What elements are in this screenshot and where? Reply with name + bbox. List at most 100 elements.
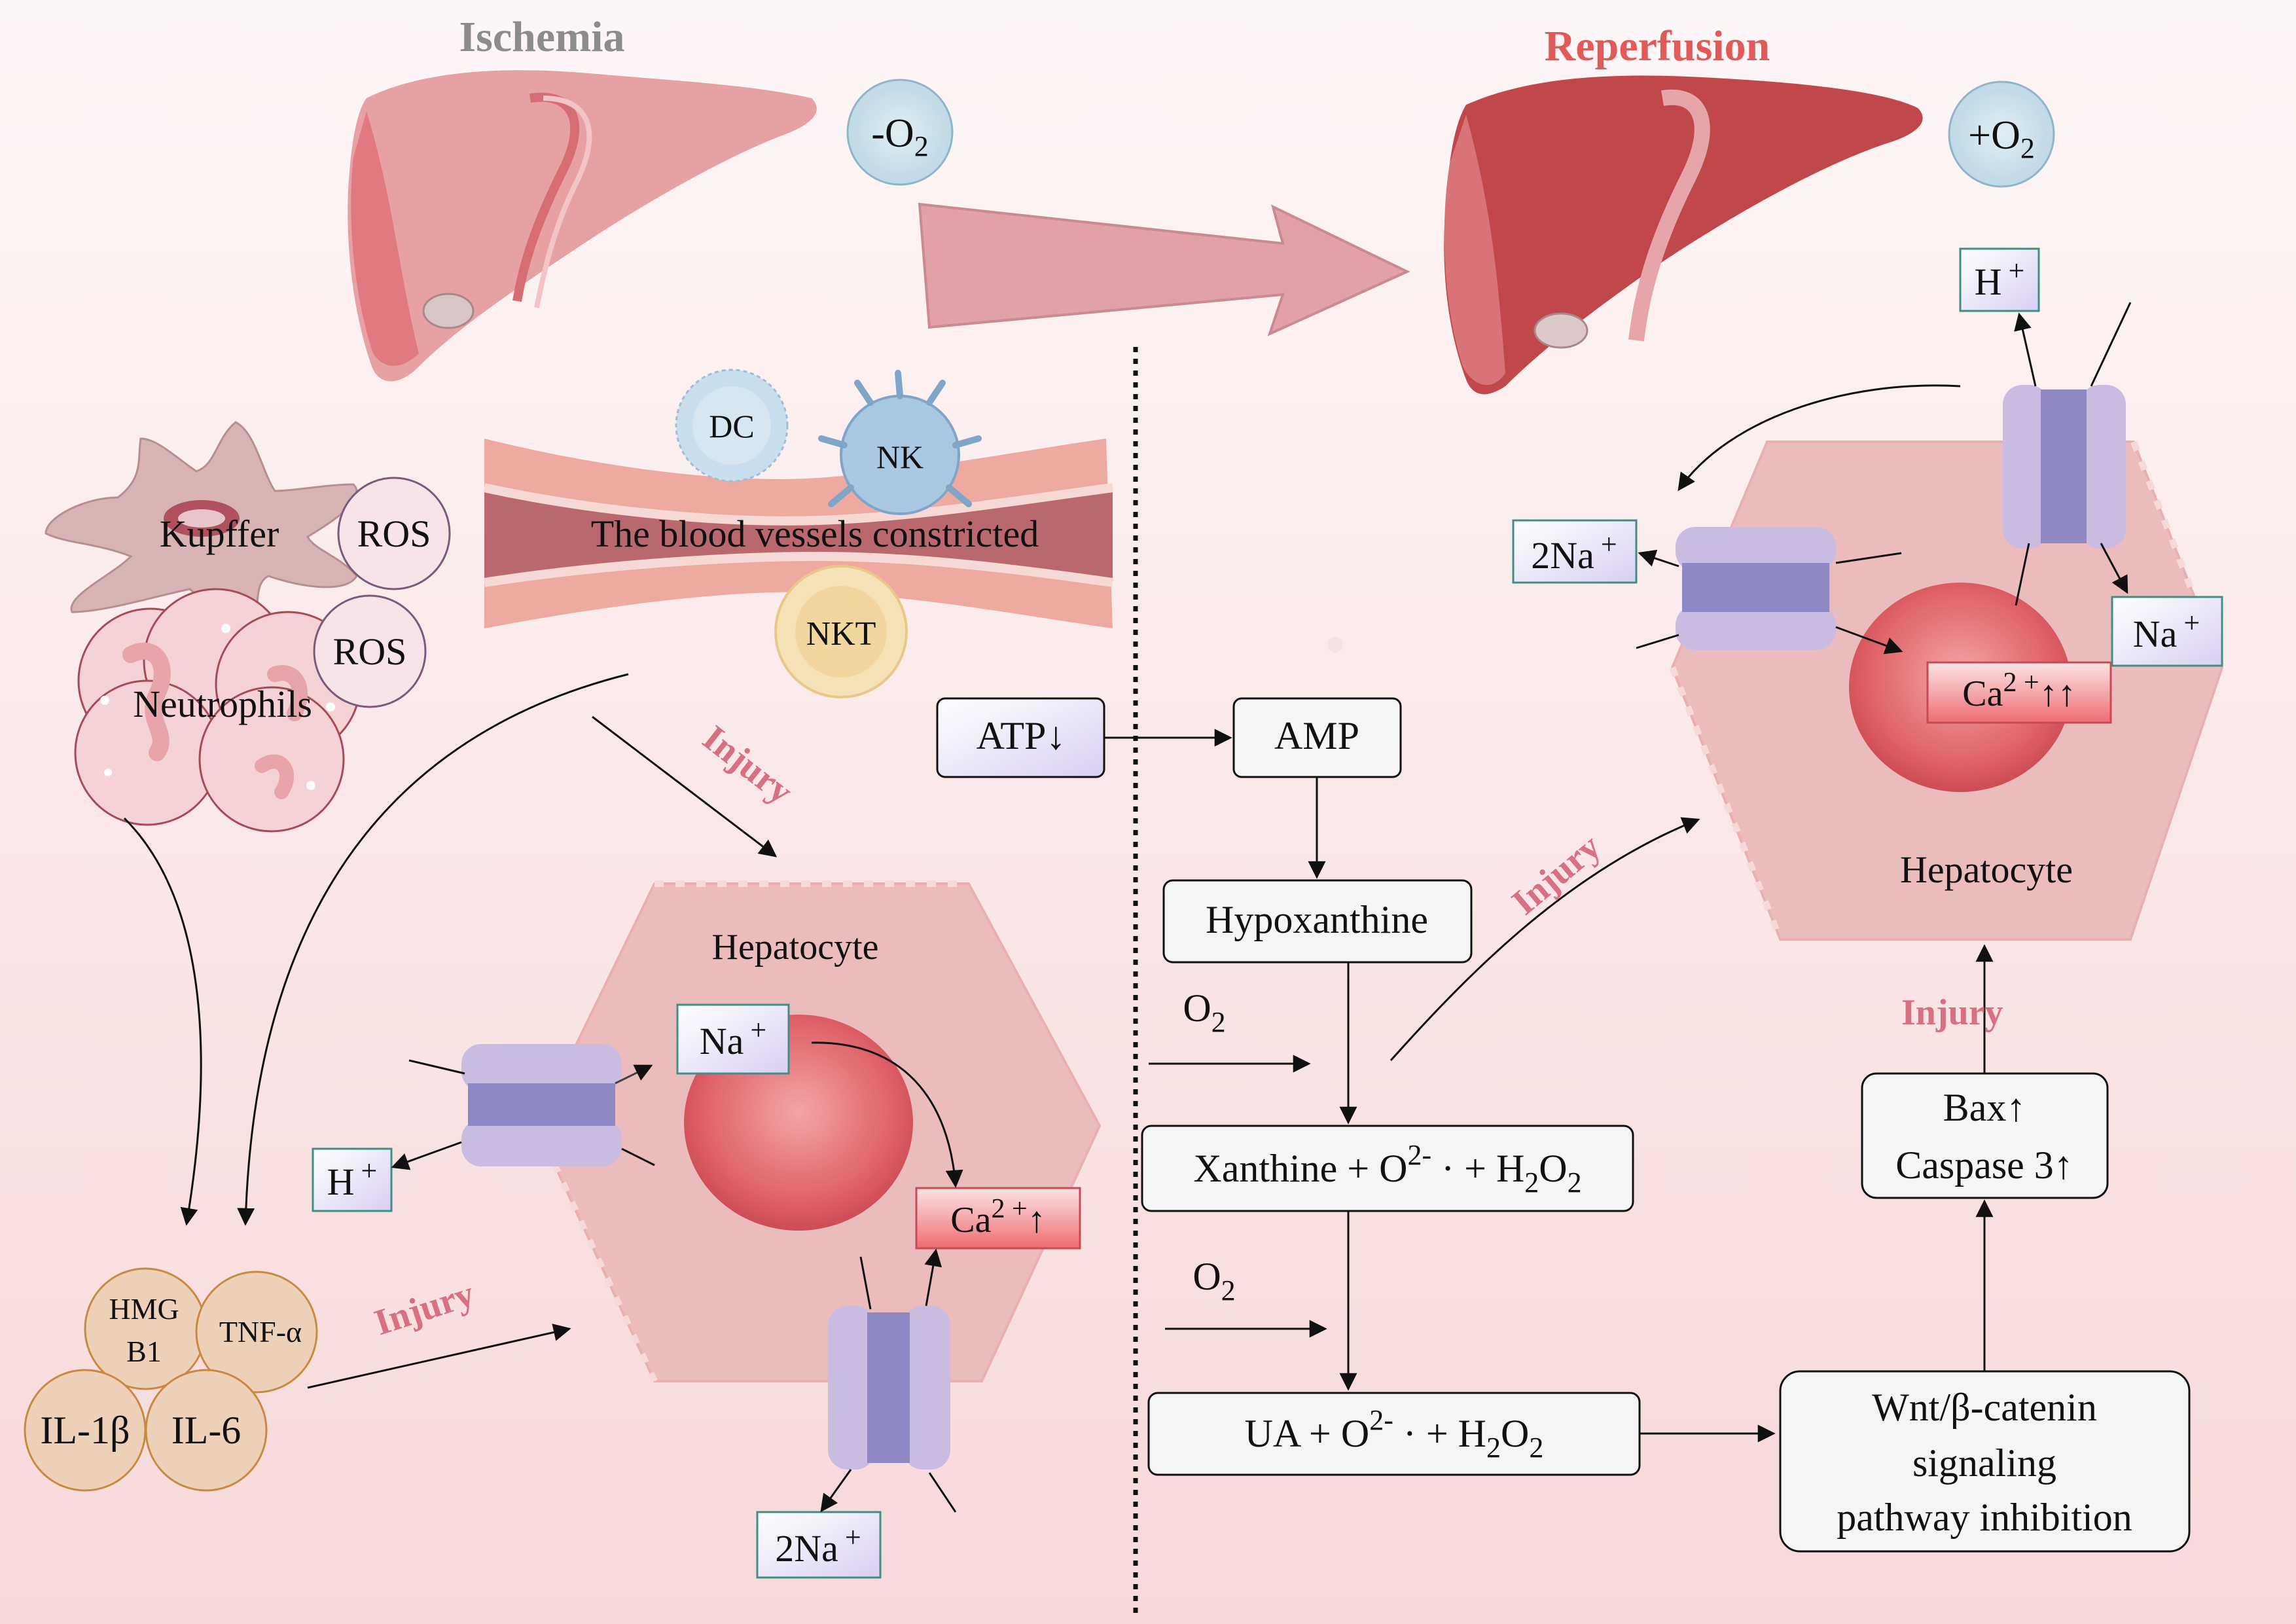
wnt-label-line1: Wnt/β-catenin — [1872, 1386, 2097, 1429]
right-h-box — [1959, 247, 2040, 312]
svg-text:Na+: Na+ — [700, 1014, 766, 1062]
left-ion-channel-horizontal — [461, 1044, 622, 1166]
svg-text:UA + O2- · + H2O2: UA + O2- · + H2O2 — [1245, 1404, 1544, 1464]
amp-label: AMP — [1274, 714, 1359, 757]
ua-h2o2-sub2: 2 — [1529, 1432, 1543, 1464]
wnt-label-line3: pathway inhibition — [1837, 1496, 2132, 1539]
svg-text:Xanthine + O2- · + H2O2: Xanthine + O2- · + H2O2 — [1193, 1139, 1581, 1199]
svg-text:Ca2 +↑: Ca2 +↑ — [950, 1194, 1045, 1240]
left-h-box — [312, 1147, 393, 1212]
ua-rest: · + H — [1393, 1412, 1486, 1455]
atp-label: ATP↓ — [977, 714, 1066, 757]
right-na-box — [2111, 596, 2223, 667]
left-h-label: H — [327, 1161, 355, 1203]
hypoxanthine-label: Hypoxanthine — [1206, 898, 1428, 941]
dc-label: DC — [709, 408, 754, 444]
cytokine-cluster — [24, 1267, 318, 1492]
left-na-sup: + — [750, 1014, 766, 1046]
kupffer-cell — [45, 421, 358, 624]
nkt-label: NKT — [806, 615, 876, 653]
o2-label-2: O — [1193, 1255, 1221, 1298]
left-hepatocyte-label: Hepatocyte — [712, 927, 879, 967]
svg-text:2Na+: 2Na+ — [1531, 528, 1617, 577]
ros-circle-2 — [313, 594, 427, 708]
svg-text:Ca2 +↑↑: Ca2 +↑↑ — [1962, 668, 2075, 714]
ua-sup: 2- — [1369, 1404, 1393, 1436]
ischemic-liver — [348, 70, 817, 382]
right-na-label: Na — [2133, 613, 2178, 655]
xanthine-h2o2-o: O — [1539, 1147, 1567, 1190]
svg-text:-O2: -O2 — [871, 111, 928, 162]
xanthine-box — [1141, 1125, 1634, 1212]
constricted-vessel — [483, 439, 1113, 628]
nk-label: NK — [876, 439, 924, 475]
right-h-sup: + — [2009, 255, 2025, 287]
bax-label: Bax↑ — [1943, 1086, 2026, 1129]
dc-cell — [675, 369, 789, 482]
o2-sub-1: 2 — [1211, 1006, 1226, 1038]
tnf-label: TNF-α — [219, 1315, 302, 1348]
left-ca-arrow: ↑ — [1028, 1200, 1046, 1240]
ischemia-to-reperfusion-arrow — [918, 202, 1410, 336]
right-hepatocyte-label: Hepatocyte — [1900, 848, 2073, 891]
xanthine-rest: · + H — [1431, 1147, 1524, 1190]
right-ca-sup: 2 + — [2003, 668, 2039, 698]
xanthine-h2o2-sub2: 2 — [1568, 1166, 1582, 1199]
il1-label: IL-1β — [40, 1409, 130, 1452]
caspase-label: Caspase 3↑ — [1895, 1144, 2073, 1187]
svg-text:O2: O2 — [1193, 1255, 1235, 1307]
svg-text:O2: O2 — [1183, 986, 1225, 1038]
hmg-label-line1: HMG — [109, 1292, 179, 1326]
nk-cell — [818, 370, 982, 515]
nkt-cell — [774, 565, 908, 698]
right-ion-channel-vertical — [2003, 385, 2126, 549]
right-ca-box — [1926, 661, 2112, 724]
ros-label-2: ROS — [333, 630, 407, 673]
left-na-box — [676, 1003, 790, 1075]
il6-label: IL-6 — [171, 1409, 242, 1452]
o2-plus-sub: 2 — [2020, 132, 2035, 164]
ros-label-1: ROS — [357, 513, 431, 555]
svg-text:H+: H+ — [1975, 255, 2025, 303]
xanthine-label: Xanthine + O — [1193, 1147, 1407, 1190]
left-2na-sup: + — [845, 1521, 861, 1553]
reperfused-liver — [1444, 75, 1923, 395]
xanthine-sup: 2- — [1407, 1139, 1431, 1171]
ua-label: UA + O — [1245, 1412, 1370, 1455]
right-ion-channel-horizontal — [1676, 527, 1836, 650]
right-2na-box — [1512, 519, 1638, 584]
left-2na-label: 2Na — [775, 1527, 838, 1570]
right-ca-label: Ca — [1962, 674, 2003, 714]
right-h-label: H — [1975, 261, 2002, 303]
ua-h2o2-o: O — [1501, 1412, 1529, 1455]
ros-circle-1 — [337, 477, 451, 590]
o2-minus-sub: 2 — [914, 130, 929, 162]
vessel-label: The blood vessels constricted — [591, 513, 1039, 555]
left-h-sup: + — [361, 1155, 378, 1187]
reperfusion-title: Reperfusion — [1545, 22, 1770, 70]
svg-text:2Na+: 2Na+ — [775, 1521, 861, 1570]
left-ca-sup: 2 + — [992, 1194, 1028, 1224]
ischemia-title: Ischemia — [459, 13, 625, 61]
o2-plus-label: +O — [1968, 113, 2020, 158]
o2-minus-circle — [846, 79, 954, 186]
o2-label-1: O — [1183, 986, 1211, 1030]
neutrophils-label: Neutrophils — [133, 683, 312, 725]
hmg-label-line2: B1 — [126, 1335, 162, 1368]
left-ca-box — [915, 1187, 1081, 1250]
left-2na-box — [756, 1511, 882, 1579]
kupffer-label: Kupffer — [160, 513, 279, 555]
o2-plus-circle — [1948, 81, 2055, 188]
ua-h2o2-sub1: 2 — [1486, 1432, 1501, 1464]
right-2na-sup: + — [1601, 528, 1617, 560]
svg-text:+O2: +O2 — [1968, 113, 2035, 164]
svg-text:Na+: Na+ — [2133, 607, 2200, 655]
right-na-sup: + — [2183, 607, 2200, 639]
wnt-label-line2: signaling — [1912, 1441, 2056, 1485]
o2-minus-label: -O — [871, 111, 914, 156]
left-ion-channel-vertical — [828, 1306, 950, 1470]
left-ca-label: Ca — [950, 1200, 991, 1240]
right-2na-label: 2Na — [1531, 534, 1594, 577]
hypoxanthine-box — [1162, 879, 1473, 964]
